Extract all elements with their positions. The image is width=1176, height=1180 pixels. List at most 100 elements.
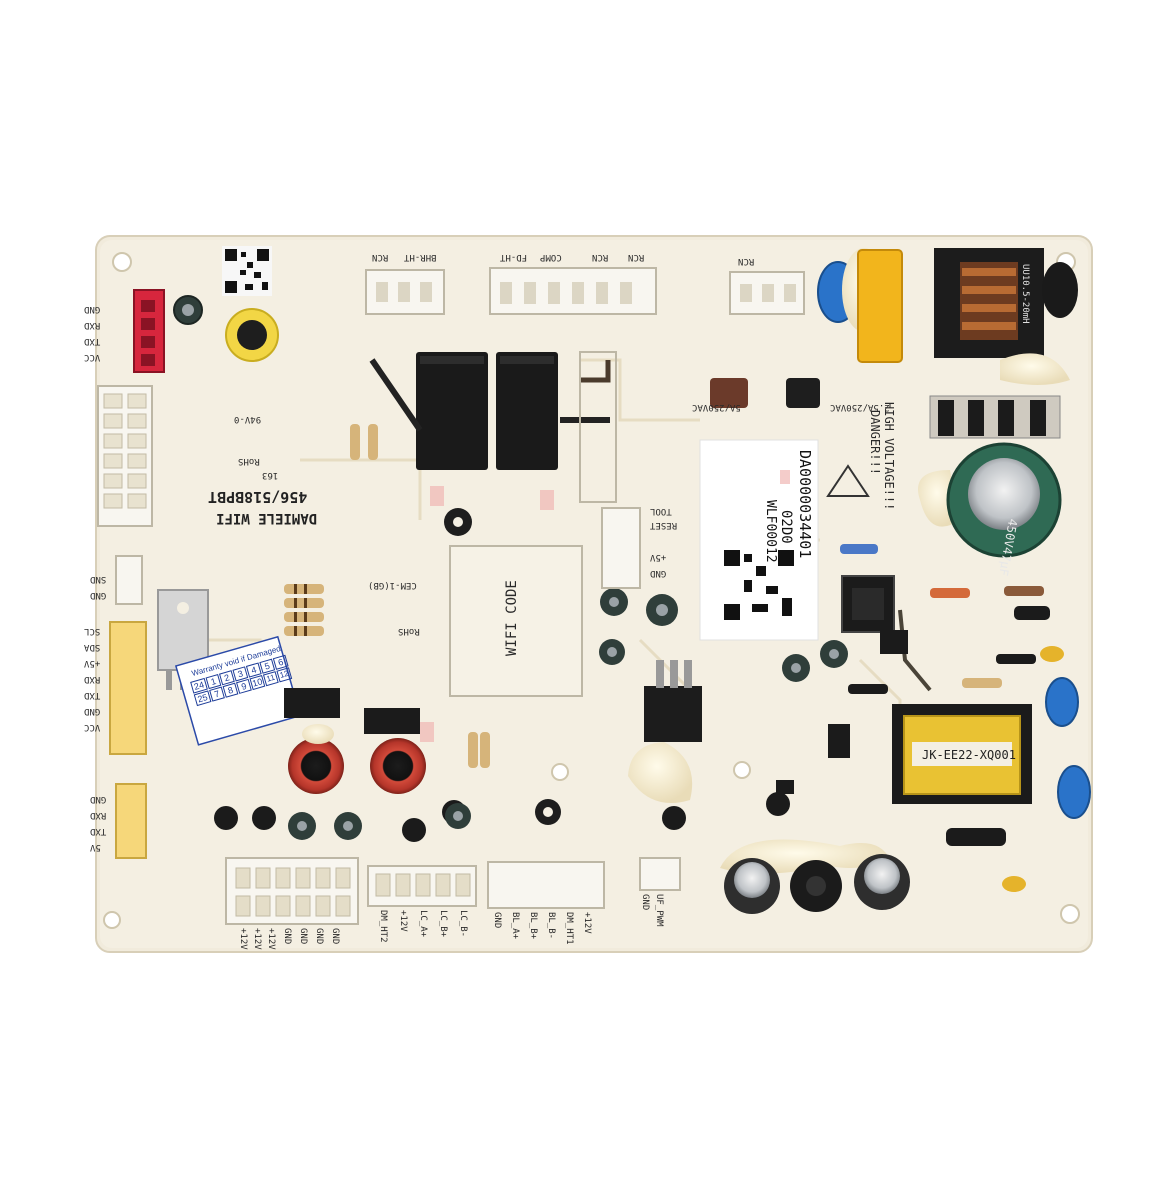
pin-label: SDA (84, 642, 101, 652)
wifi-code-area (449, 545, 583, 697)
inductor-rating: UU10.5-20mH (1020, 264, 1030, 324)
pin-label: GND (90, 794, 107, 804)
pin-label: DM_HT1 (564, 912, 574, 945)
top-pin-label: RCN (738, 256, 755, 266)
fuses (710, 378, 820, 408)
red-capacitors (288, 738, 426, 794)
fuse1-rating: 5A/250VAC (692, 402, 741, 412)
pin-label: SCL (84, 626, 101, 636)
pin-label: RXD (84, 674, 101, 684)
model-label-line1: 456/518BPBT (208, 488, 308, 506)
top-pin-label: COMP (540, 252, 562, 262)
pin-label: TXD (84, 336, 101, 346)
cqc-label: CEM-1(GB) (368, 580, 417, 590)
pin-label: BL_B- (546, 912, 556, 940)
pin-label: VCC (84, 722, 101, 732)
ceramic-caps-yellow (1002, 646, 1064, 892)
rating-label: 94V-0 (234, 414, 262, 424)
buzzer (225, 308, 279, 362)
glue-blob-2 (1000, 353, 1070, 385)
warranty-sticker (174, 635, 302, 746)
pin-label: +12V (582, 912, 592, 934)
high-voltage-warning-icon (826, 464, 870, 497)
bottom-connector-pins (235, 867, 471, 917)
pin-label: TXD (90, 826, 107, 836)
pin-label: GND (84, 706, 101, 716)
x2-capacitor-yellow (857, 249, 903, 363)
pin-label: BL_B+ (528, 912, 538, 940)
part-number-text: DA0000034401 (796, 450, 814, 559)
pin-label: UF_PWM (654, 894, 664, 927)
top-connector-pins (376, 282, 796, 304)
reset-label: +5V (650, 552, 667, 562)
flyback-transformer (892, 704, 1032, 804)
resistors-vertical (350, 424, 490, 768)
small-caps-lower (288, 803, 471, 840)
code-163: 163 (262, 470, 279, 480)
model-label-line2: DAMIELE WIFI (216, 510, 318, 526)
pwm-ic (841, 575, 895, 633)
top-pin-label: RCN (372, 252, 389, 262)
pwm-ic-die (852, 588, 884, 620)
pin-label: GND (84, 304, 101, 314)
reset-label: RESET (650, 520, 678, 530)
pin-label: +12V (238, 928, 248, 950)
pin-label: RXD (90, 810, 107, 820)
ic-small (776, 780, 794, 794)
y-capacitors-blue (1045, 677, 1091, 819)
danger-line1: HIGH VOLTAGE!!! (882, 402, 896, 511)
pin-label: +5V (84, 658, 101, 668)
small-caps-right (782, 640, 848, 682)
diode-bridge (929, 395, 1061, 439)
top-pin-label: FD-HT (500, 252, 528, 262)
top-connectors (365, 267, 805, 315)
dark-glue-blob (1042, 262, 1078, 318)
ic-small-3 (880, 630, 908, 654)
pcb-board (95, 235, 1093, 953)
relays (416, 352, 558, 470)
wifi-code-label: WIFI CODE (504, 580, 520, 656)
small-capacitors-center (444, 508, 678, 825)
reset-label: TOOL (650, 506, 672, 516)
pin-label: SND (90, 574, 107, 584)
lot-text: WLF00012 (763, 500, 778, 563)
ic-small-2 (848, 684, 888, 694)
electrolytic-capacitor-small (173, 295, 203, 325)
pin-label: BL_A+ (510, 912, 520, 940)
pin-label: +12V (266, 928, 276, 950)
reset-connector (601, 507, 641, 589)
pin-label: DM_HT2 (378, 910, 388, 943)
pin-label: GND (492, 912, 502, 929)
rohs-label-center: RoHS (398, 626, 420, 636)
glue-blob-4 (302, 724, 334, 744)
inductor-small (828, 724, 850, 758)
pin-label: GND (298, 928, 308, 945)
pin-label: TXD (84, 690, 101, 700)
trace-dark-route (898, 609, 932, 692)
pin-label: GND (640, 894, 650, 911)
qr-code-top-left (222, 246, 272, 296)
pin-label: VCC (84, 352, 101, 362)
mounting-holes (103, 252, 1080, 929)
left-connector-pins (103, 393, 147, 509)
relay-jumper-wire-3 (580, 360, 611, 383)
pin-label: +12V (398, 910, 408, 932)
top-pin-label: RCN (592, 252, 609, 262)
qr-code-label (722, 548, 796, 622)
pin-label: GND (330, 928, 340, 945)
bulk-capacitor (918, 442, 1062, 558)
common-mode-choke (934, 248, 1044, 358)
pin-label: GND (282, 928, 292, 945)
relay-footprint-outline (579, 351, 617, 503)
silkscreen-pink (420, 470, 790, 742)
top-pin-label: BHR-HT (404, 252, 437, 262)
pin-label: GND (90, 590, 107, 600)
relay-jumper-wire (369, 358, 423, 432)
pin-label: 5V (90, 842, 101, 852)
diodes-right (840, 544, 1050, 846)
pin-label: LC_B+ (438, 910, 448, 938)
pin-label: LC_A+ (418, 910, 428, 938)
danger-line2: DANGER!!! (868, 410, 882, 476)
